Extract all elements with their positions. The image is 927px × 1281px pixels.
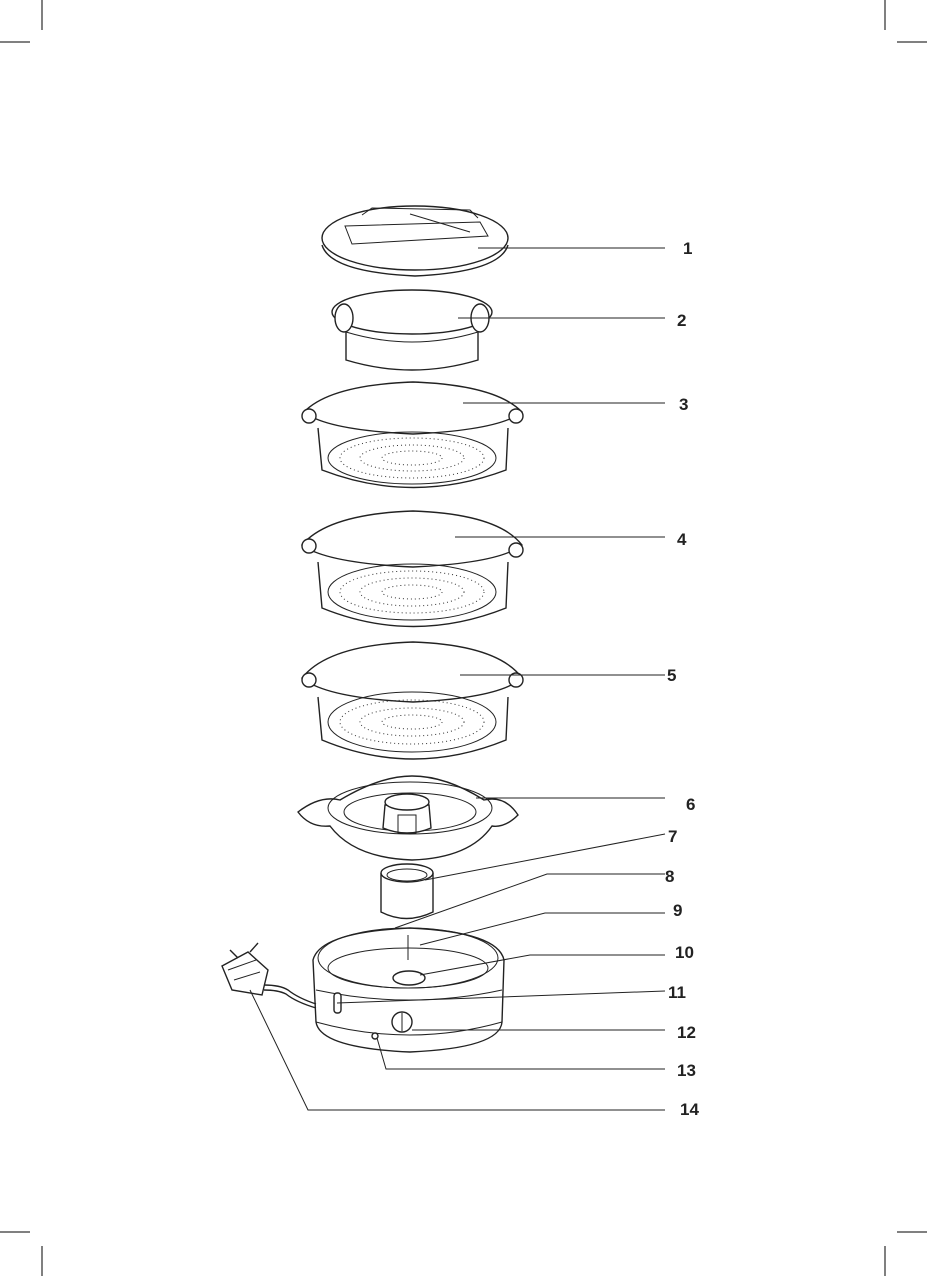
callout-8: 8 — [665, 867, 674, 886]
part-base — [313, 928, 504, 1052]
callout-2: 2 — [677, 311, 686, 330]
part-power-plug — [222, 943, 316, 1008]
part-sleeve — [381, 864, 433, 919]
callout-4: 4 — [677, 530, 687, 549]
callout-9: 9 — [673, 901, 682, 920]
callout-10: 10 — [675, 943, 694, 962]
callout-3: 3 — [679, 395, 688, 414]
callout-6: 6 — [686, 795, 695, 814]
callout-labels: 1 2 3 4 5 6 7 8 9 10 11 12 13 14 — [665, 239, 699, 1119]
part-lid — [322, 206, 508, 276]
callout-14: 14 — [680, 1100, 699, 1119]
callout-5: 5 — [667, 666, 676, 685]
callout-12: 12 — [677, 1023, 696, 1042]
part-drip-tray — [298, 776, 518, 860]
part-rice-bowl — [332, 290, 492, 370]
callout-11: 11 — [668, 983, 686, 1002]
callout-13: 13 — [677, 1061, 696, 1080]
part-steaming-bowl-bottom — [302, 642, 523, 759]
callout-7: 7 — [668, 827, 677, 846]
part-steaming-bowl-middle — [302, 511, 523, 627]
part-steaming-bowl-top — [302, 382, 523, 488]
callout-1: 1 — [683, 239, 692, 258]
